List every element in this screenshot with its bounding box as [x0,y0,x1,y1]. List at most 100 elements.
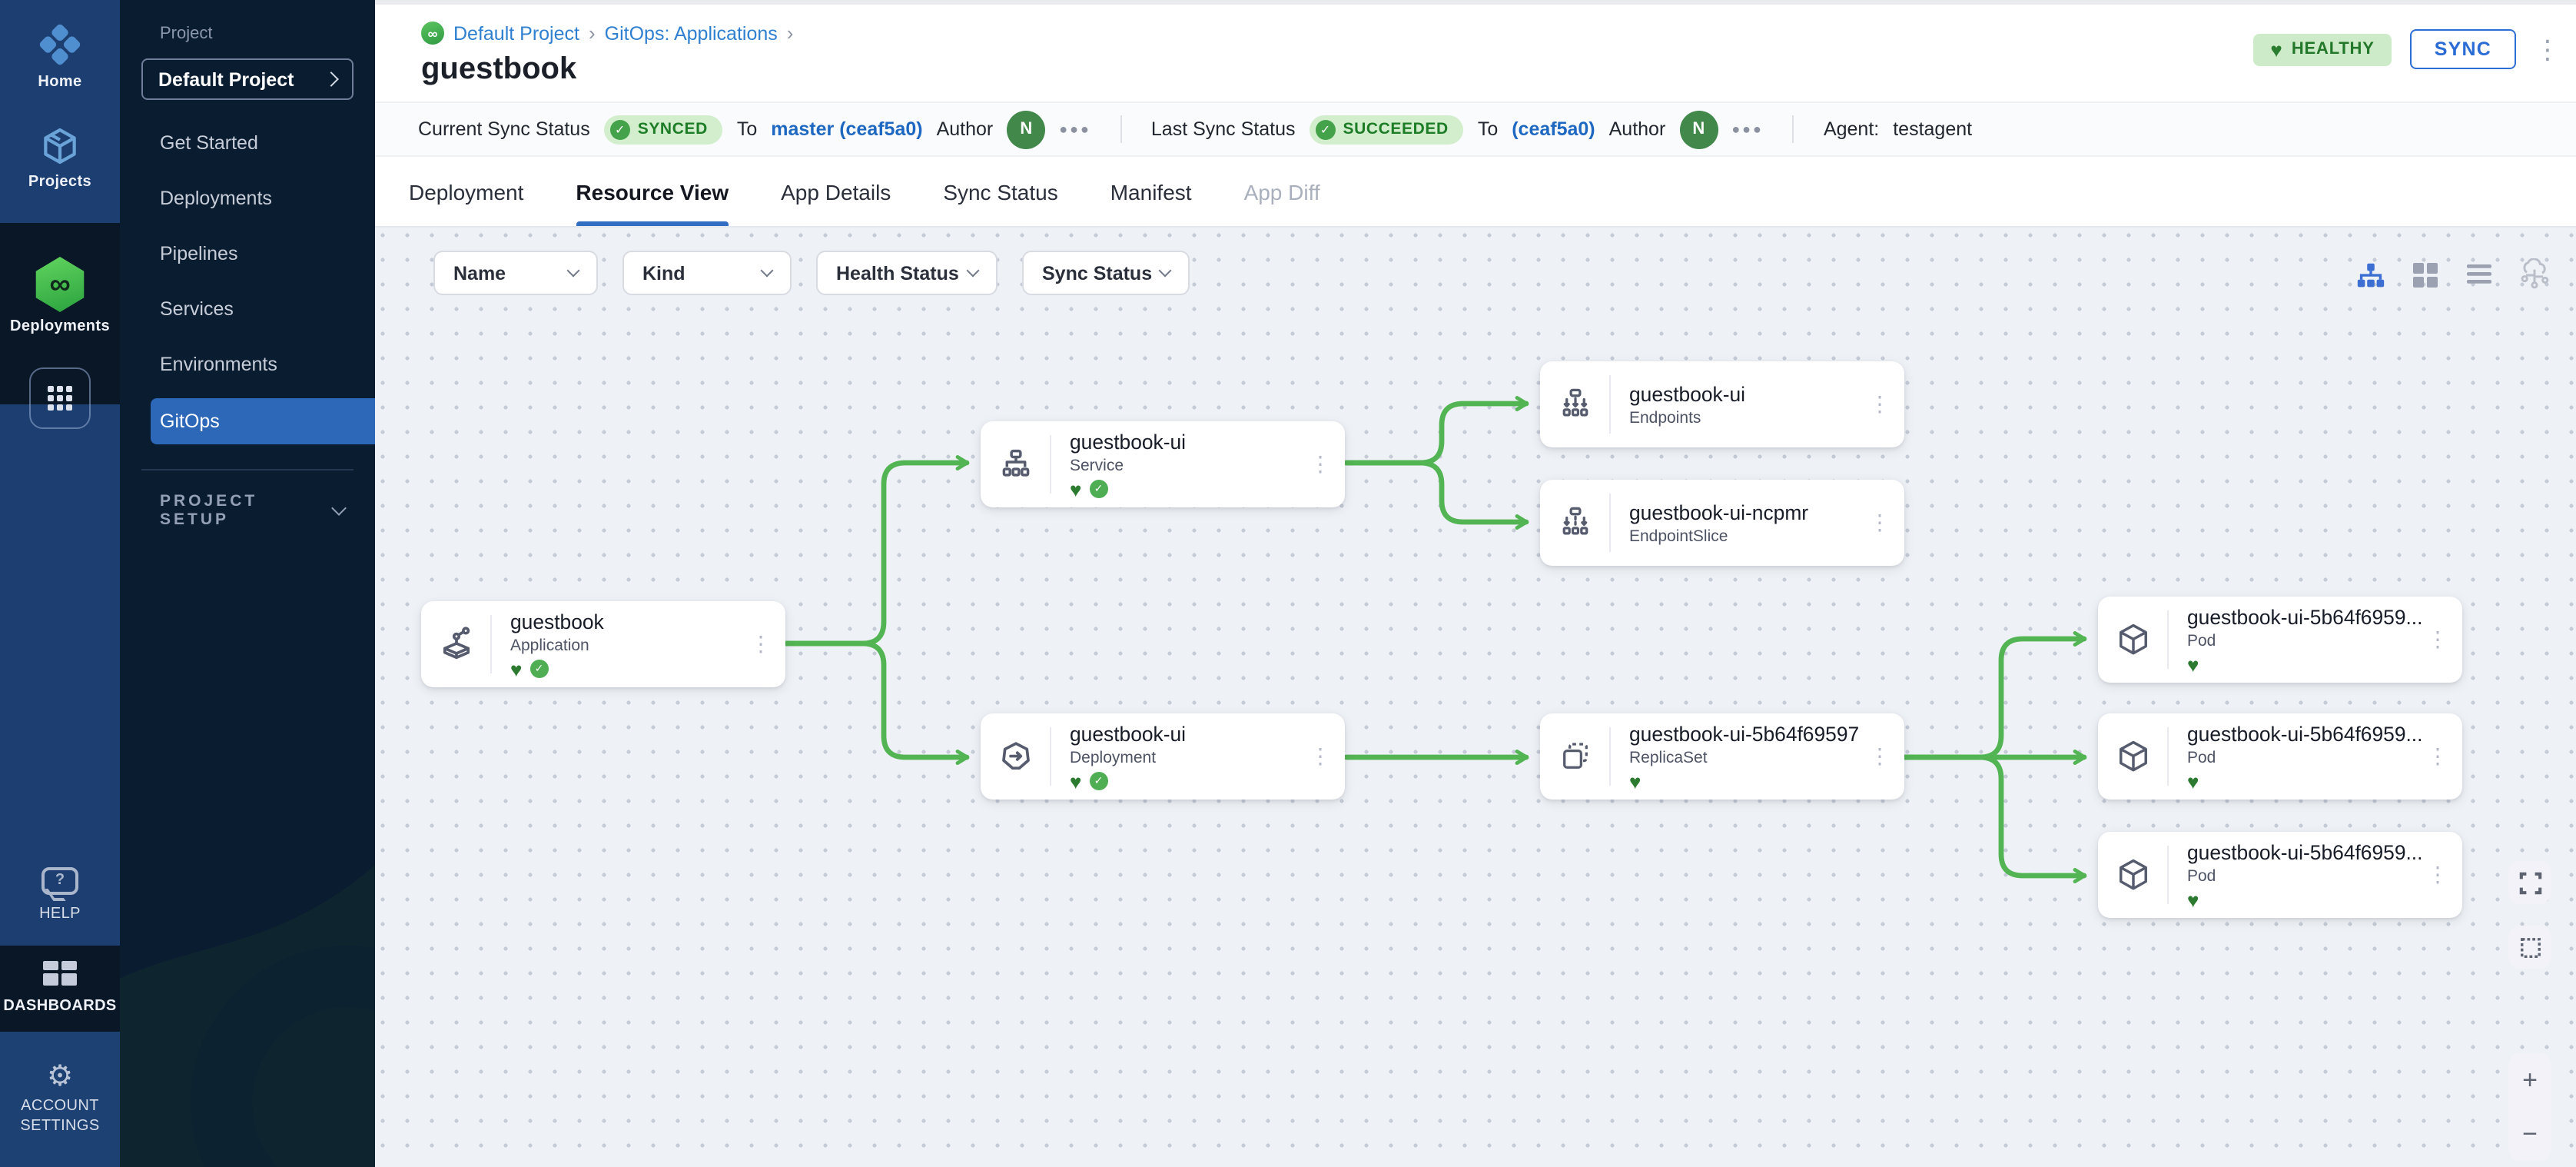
node-name: guestbook-ui-5b64f69597 [1629,722,1860,745]
help-icon: ? [41,866,78,894]
rail-item-deployments[interactable]: ∞ Deployments [10,257,110,337]
healthy-heart-icon: ♥ [1070,477,1082,500]
node-deployment[interactable]: guestbook-ui Deployment ♥ ✓ ⋮ [981,713,1345,800]
main-content: ∞ Default Project › GitOps: Applications… [375,0,2576,1167]
node-endpointslice[interactable]: guestbook-ui-ncpmr EndpointSlice ⋮ [1540,480,1904,566]
node-name: guestbook-ui-5b64f6959... [2187,605,2423,628]
node-kebab-icon[interactable]: ⋮ [2427,743,2448,768]
node-kebab-icon[interactable]: ⋮ [1869,743,1891,768]
node-pod-3[interactable]: guestbook-ui-5b64f6959... Pod ♥ ⋮ [2098,832,2462,918]
chevron-down-icon [331,500,347,516]
node-name: guestbook-ui-ncpmr [1629,500,1809,524]
project-setup-toggle[interactable]: PROJECT SETUP [160,492,347,529]
rail-deployments-section: ∞ Deployments [0,223,120,429]
project-setup-label: PROJECT SETUP [160,492,258,529]
rail-item-projects[interactable]: Projects [28,124,91,192]
nav-item-deployments[interactable]: Deployments [160,188,272,209]
node-kebab-icon[interactable]: ⋮ [750,631,772,656]
zoom-out-button[interactable]: − [2522,1119,2538,1149]
node-kind: Pod [2187,748,2216,766]
rail-item-account-settings[interactable]: ⚙ ACCOUNT SETTINGS [20,1062,99,1137]
marquee-select-button[interactable] [2508,926,2551,969]
rail-item-dashboards[interactable]: DASHBOARDS [3,960,117,1017]
nav-item-pipelines[interactable]: Pipelines [160,243,238,264]
node-kebab-icon[interactable]: ⋮ [1310,451,1331,476]
node-name: guestbook-ui-5b64f6959... [2187,840,2423,863]
breadcrumb-applications-link[interactable]: GitOps: Applications [604,22,778,44]
more-options-kebab-icon[interactable]: ⋮ [2535,35,2561,64]
nav-item-gitops[interactable]: GitOps [151,398,375,444]
agent-label: Agent: [1823,118,1880,140]
node-kebab-icon[interactable]: ⋮ [1310,743,1331,768]
rail-label-account-line1: ACCOUNT [21,1097,99,1114]
agent-value: testagent [1893,118,1973,140]
sync-button[interactable]: SYNC [2409,29,2516,69]
node-kebab-icon[interactable]: ⋮ [1869,391,1891,416]
healthy-heart-icon: ♥ [2187,770,2199,793]
tab-resource-view[interactable]: Resource View [576,157,729,226]
breadcrumb-project-link[interactable]: Default Project [453,22,579,44]
node-endpoints[interactable]: guestbook-ui Endpoints ⋮ [1540,361,1904,447]
current-sync-target-link[interactable]: master (ceaf5a0) [771,118,923,140]
node-kind: Endpoints [1629,408,1701,427]
last-sync-target-link[interactable]: (ceaf5a0) [1512,118,1595,140]
project-selector[interactable]: Default Project [141,58,354,100]
node-kind: EndpointSlice [1629,527,1728,545]
nav-item-environments[interactable]: Environments [160,354,277,375]
node-kind: Pod [2187,631,2216,650]
tab-sync-status[interactable]: Sync Status [943,179,1058,204]
zoom-in-button[interactable]: + [2522,1066,2538,1095]
node-pod-2[interactable]: guestbook-ui-5b64f6959... Pod ♥ ⋮ [2098,713,2462,800]
tab-app-diff[interactable]: App Diff [1243,179,1320,204]
name-filter-dropdown[interactable]: Name [433,251,598,295]
zoom-controls: + − [2508,1053,2551,1161]
node-kebab-icon[interactable]: ⋮ [2427,862,2448,886]
tab-manifest[interactable]: Manifest [1110,179,1192,204]
node-service[interactable]: guestbook-ui Service ♥ ✓ ⋮ [981,421,1345,507]
projects-cube-icon [44,127,76,164]
project-nav-panel: Project Default Project Get Started Depl… [120,0,375,1167]
brand-watermark [120,864,375,1167]
more-options-icon[interactable]: ●●● [1731,121,1764,137]
rail-item-home[interactable]: Home [37,22,83,93]
rail-top-section: Home Projects [0,0,120,223]
module-grid-icon [48,386,72,411]
rail-label-dashboards: DASHBOARDS [3,997,117,1015]
health-status-badge[interactable]: ♥ HEALTHY [2253,33,2392,65]
tab-deployment[interactable]: Deployment [409,179,524,204]
rail-label-help: HELP [39,905,81,922]
endpointslice-icon [1540,503,1609,543]
network-view-toggle[interactable] [2518,258,2551,292]
sync-status-filter-dropdown[interactable]: Sync Status [1022,251,1190,295]
dashboards-icon [42,960,77,986]
grid-view-toggle[interactable] [2410,260,2441,291]
chevron-right-icon [324,71,339,87]
node-kebab-icon[interactable]: ⋮ [1869,510,1891,534]
node-name: guestbook-ui-5b64f6959... [2187,722,2423,745]
sync-status-bar: Current Sync Status ✓ SYNCED To master (… [375,101,2576,157]
heart-icon: ♥ [2270,38,2282,61]
node-application[interactable]: guestbook Application ♥ ✓ ⋮ [421,601,785,687]
list-view-toggle[interactable] [2464,260,2495,291]
rail-item-help[interactable]: ? HELP [39,866,81,924]
tab-app-details[interactable]: App Details [781,179,891,204]
project-section-label: Project [160,25,213,43]
tree-view-toggle[interactable] [2355,259,2387,291]
module-picker-button[interactable] [29,367,91,429]
resource-tree-canvas[interactable]: Name Kind Health Status Sync Status [375,228,2576,1167]
succeeded-badge-label: SUCCEEDED [1343,120,1449,138]
endpoints-icon [1540,384,1609,424]
node-replicaset[interactable]: guestbook-ui-5b64f69597 ReplicaSet ♥ ⋮ [1540,713,1904,800]
nav-item-services[interactable]: Services [160,298,234,320]
health-status-filter-dropdown[interactable]: Health Status [816,251,998,295]
resource-tree-edges [782,396,2087,883]
node-kebab-icon[interactable]: ⋮ [2427,627,2448,651]
nav-item-get-started[interactable]: Get Started [160,132,258,154]
fullscreen-button[interactable] [2508,861,2551,904]
node-pod-1[interactable]: guestbook-ui-5b64f6959... Pod ♥ ⋮ [2098,597,2462,683]
more-options-icon[interactable]: ●●● [1059,121,1091,137]
author-avatar[interactable]: N [1007,110,1046,148]
kind-filter-dropdown[interactable]: Kind [622,251,792,295]
author-avatar[interactable]: N [1679,110,1718,148]
gitops-breadcrumb-icon: ∞ [421,22,444,45]
